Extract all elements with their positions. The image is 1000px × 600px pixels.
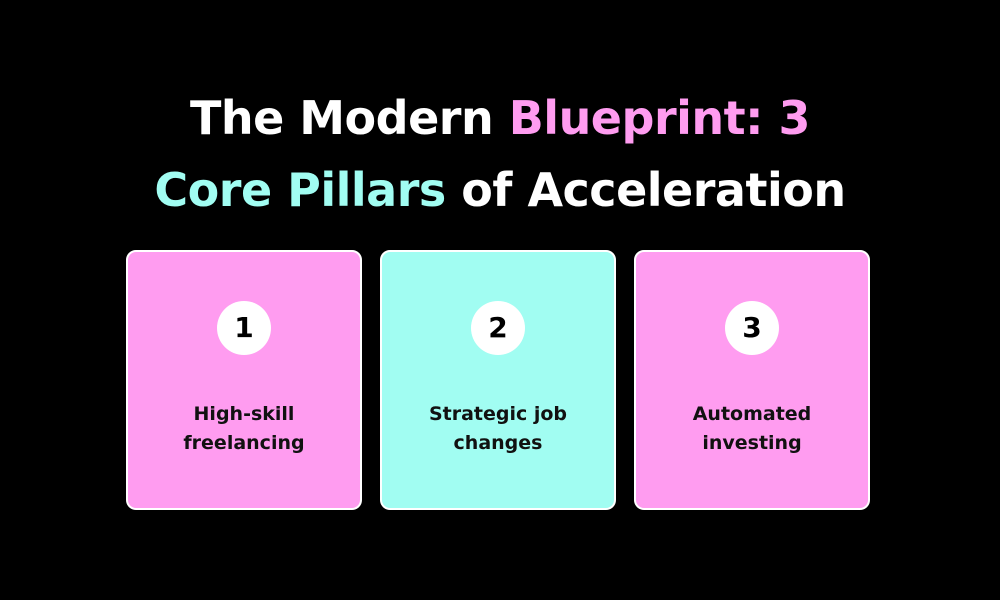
title-plain-2: of Acceleration bbox=[445, 163, 846, 217]
pillar-label-3-line-1: Automated bbox=[692, 403, 812, 425]
pillar-label-1-line-2: freelancing bbox=[183, 432, 305, 454]
pillar-card-3: 3 Automated investing bbox=[634, 250, 870, 510]
pillar-label-2: Strategic job changes bbox=[392, 400, 604, 458]
title-line-2: Core Pillars of Acceleration bbox=[0, 154, 1000, 226]
title-line-1: The Modern Blueprint: 3 bbox=[0, 82, 1000, 154]
pillar-label-1: High-skill freelancing bbox=[138, 400, 350, 458]
pillar-card-1: 1 High-skill freelancing bbox=[126, 250, 362, 510]
pillar-number-badge-3: 3 bbox=[725, 301, 779, 355]
pillar-label-1-line-1: High-skill bbox=[193, 403, 295, 425]
title-accent-2: Core Pillars bbox=[154, 163, 446, 217]
pillar-label-3: Automated investing bbox=[646, 400, 858, 458]
pillar-label-2-line-1: Strategic job bbox=[428, 403, 568, 425]
pillar-card-2: 2 Strategic job changes bbox=[380, 250, 616, 510]
pillar-label-2-line-2: changes bbox=[453, 432, 543, 454]
title-accent-1: Blueprint: 3 bbox=[508, 91, 811, 145]
pillar-number-badge-1: 1 bbox=[217, 301, 271, 355]
pillar-label-3-line-2: investing bbox=[702, 432, 802, 454]
pillar-cards: 1 High-skill freelancing 2 Strategic job… bbox=[126, 250, 874, 514]
page-title: The Modern Blueprint: 3 Core Pillars of … bbox=[0, 82, 1000, 226]
pillar-number-badge-2: 2 bbox=[471, 301, 525, 355]
title-plain-1: The Modern bbox=[189, 91, 509, 145]
